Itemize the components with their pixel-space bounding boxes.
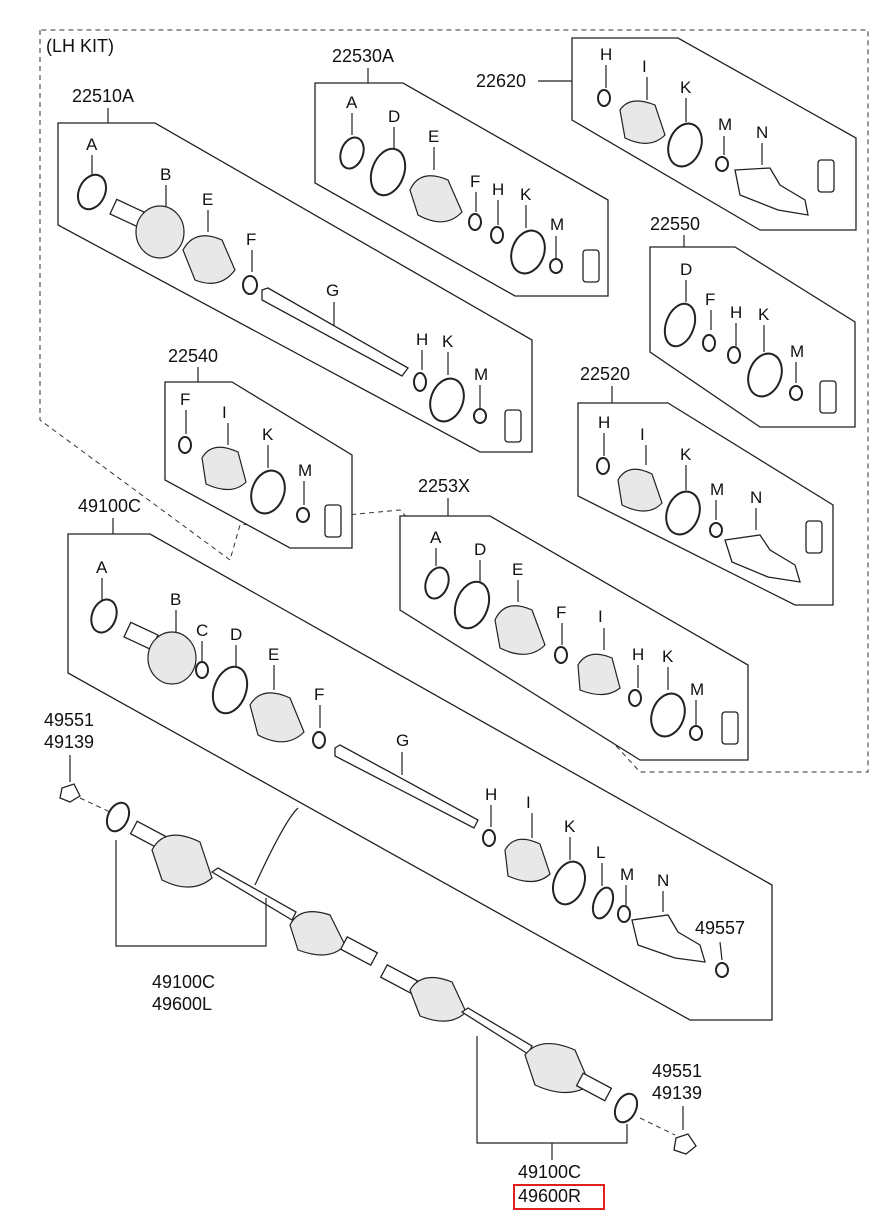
part-letter: K [520,185,532,204]
part-letter: H [485,785,497,804]
part-letter: K [758,305,770,324]
part-letter: N [750,488,762,507]
part-letter: A [430,528,442,547]
callout-shaft-left-1: 49100C [152,972,215,992]
kit-22530a: 22530A A D E F H K M [314,46,609,297]
grease-tube-icon [817,159,835,193]
grease-tube-icon [324,504,342,538]
part-letter: M [298,461,312,480]
part-letter: C [196,621,208,640]
callout-nut-right-2: 49139 [652,1083,702,1103]
part-letter: M [620,865,634,884]
highlight-box [513,1184,605,1210]
lh-kit-label: (LH KIT) [46,36,114,56]
part-letter: B [160,165,171,184]
part-letter: H [632,645,644,664]
lh-kit-outline [39,29,869,773]
callout-shaft-left-2: 49600L [152,994,212,1014]
part-letter: D [680,260,692,279]
grease-tube-icon [819,380,837,414]
part-letter: G [396,731,409,750]
part-letter: A [86,135,98,154]
grease-tube-icon [582,249,600,283]
hub-nut-right-icon [673,1133,697,1155]
part-letter: K [680,78,692,97]
hub-nut-left-icon [59,783,81,803]
part-letter: M [474,365,488,384]
part-letter: H [416,330,428,349]
part-letter: F [180,390,190,409]
part-letter: F [470,172,480,191]
kit-2253x: 2253X A D E F I H K M [399,476,749,761]
part-letter: K [262,425,274,444]
part-letter: M [710,480,724,499]
callout-49557: 49557 [695,918,745,938]
part-letter: F [314,685,324,704]
part-letter: K [442,332,454,351]
part-letter: H [598,413,610,432]
part-letter: E [428,127,439,146]
kit-22510a: 22510A A B E F G H K M [57,86,533,453]
part-letter: I [222,403,227,422]
part-letter: D [474,540,486,559]
kit-22550: 22550 D F H K M [649,214,856,428]
part-letter: F [246,230,256,249]
assembly-49100c-number: 49100C [78,496,141,516]
part-letter: I [640,425,645,444]
part-letter: K [564,817,576,836]
kit-22620-number: 22620 [476,71,526,91]
part-letter: E [268,645,279,664]
part-letter: A [346,93,358,112]
part-letter: E [202,190,213,209]
part-letter: I [598,607,603,626]
assembly-49100c: 49100C A B C D E F G H I K L [67,496,773,1021]
part-letter: M [690,680,704,699]
part-letter: H [492,180,504,199]
part-letter: I [526,793,531,812]
part-letter: F [556,603,566,622]
grease-tube-icon [805,520,823,554]
part-letter: I [642,57,647,76]
callout-shaft-right-2: 49600R [518,1186,581,1206]
callout-nut-right-1: 49551 [652,1061,702,1081]
part-letter: K [662,647,674,666]
part-letter: F [705,290,715,309]
part-letter: B [170,590,181,609]
kit-22550-number: 22550 [650,214,700,234]
part-letter: A [96,558,108,577]
kit-22510a-number: 22510A [72,86,134,106]
part-letter: E [512,560,523,579]
part-letter: N [756,123,768,142]
kit-2253x-number: 2253X [418,476,470,496]
callout-nut-left-2: 49139 [44,732,94,752]
part-letter: H [600,45,612,64]
callout-nut-left-1: 49551 [44,710,94,730]
part-letter: N [657,871,669,890]
part-letter: M [790,342,804,361]
part-letter: K [680,445,692,464]
kit-22540: 22540 F I K M [164,346,353,549]
callout-shaft-right-1: 49100C [518,1162,581,1182]
part-letter: L [596,843,605,862]
kit-22540-number: 22540 [168,346,218,366]
grease-tube-icon [504,409,522,443]
part-letter: M [718,115,732,134]
part-letter: M [550,215,564,234]
kit-22520-number: 22520 [580,364,630,384]
kit-22520: 22520 H I K M N [577,364,834,606]
drive-shaft-assemblies: 49551 49139 49100C 49600L 49551 49139 49… [44,710,702,1210]
grease-tube-icon [721,711,739,745]
kit-22530a-number: 22530A [332,46,394,66]
part-letter: D [388,107,400,126]
part-letter: D [230,625,242,644]
part-letter: H [730,303,742,322]
kit-22620: 22620 H I K M N [476,37,857,231]
part-letter: G [326,281,339,300]
